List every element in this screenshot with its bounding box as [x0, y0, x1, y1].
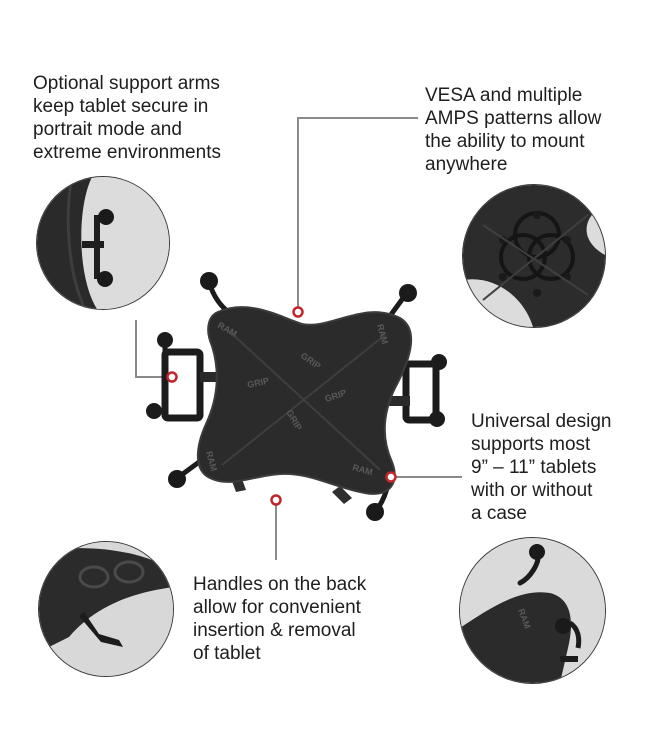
leader-lines: [135, 117, 462, 560]
x-grip-ball-tips: [168, 272, 417, 521]
leader-line-vesa: [297, 117, 418, 312]
callout-markers: [166, 306, 397, 506]
callout-vesa: VESA and multiple AMPS patterns allow th…: [425, 85, 602, 175]
callout-handles: Handles on the back allow for convenient…: [193, 574, 367, 664]
marker-universal: [385, 471, 397, 483]
marker-handles: [270, 494, 282, 506]
zoom-vesa-pattern: [462, 184, 606, 328]
zoom-support-arm: [36, 176, 170, 310]
zoom-corner-grip: RAM: [459, 537, 606, 684]
grip-text-left: GRIP: [246, 376, 270, 390]
callout-universal: Universal design supports most 9” – 11” …: [471, 411, 612, 524]
right-support-arm: [386, 354, 447, 427]
left-support-arm: [146, 332, 230, 422]
marker-support: [166, 371, 178, 383]
marker-vesa: [292, 306, 304, 318]
x-emboss: [221, 329, 386, 471]
zoom-back-handle: [38, 541, 174, 677]
leader-line-support: [135, 320, 172, 378]
callout-support-arms: Optional support arms keep tablet secure…: [33, 73, 221, 163]
